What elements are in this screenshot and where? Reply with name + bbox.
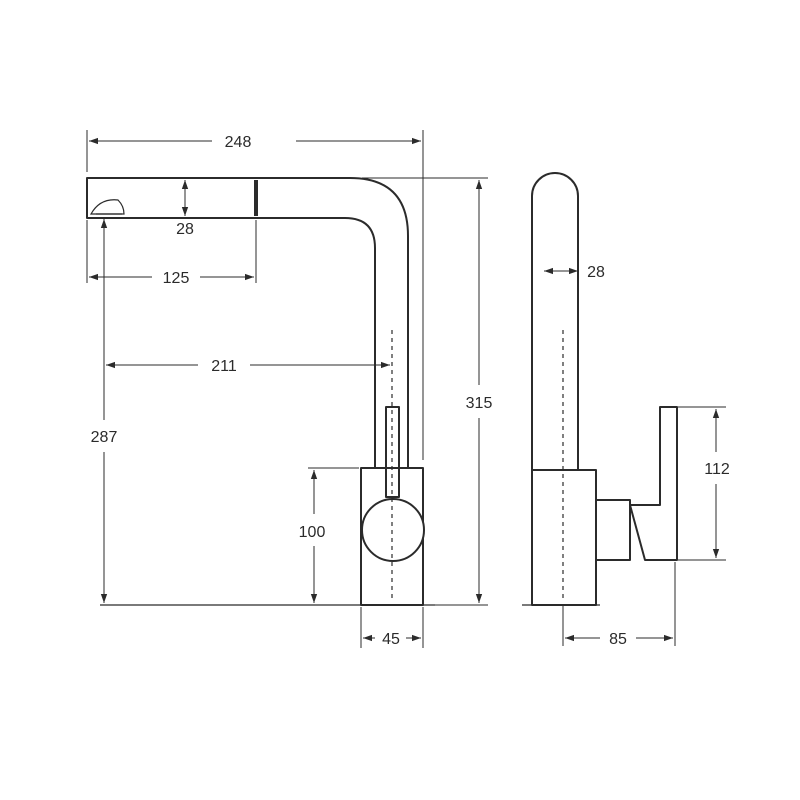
outlet-nozzle [89,199,125,215]
spout-seam [254,180,258,216]
dimension-label-28-width: 28 [587,264,605,281]
dimension-287: 287 [91,219,118,603]
dimension-label-315: 315 [466,395,493,412]
dimension-125: 125 [86,220,257,287]
dimension-45: 45 [360,607,424,648]
dimension-28-spout-width: 28 [544,264,605,281]
side-handle [629,406,678,561]
dimension-28-spout-height: 28 [176,180,194,238]
dimension-315: 315 [362,177,493,606]
side-body-extension [596,499,631,561]
dimension-label-85: 85 [609,631,627,648]
dimension-label-248: 248 [225,134,252,151]
dimension-label-125: 125 [163,270,190,287]
dimension-label-112: 112 [704,461,730,478]
dimension-label-28-height: 28 [176,221,194,238]
spout-outline [86,177,409,469]
dimension-label-287: 287 [91,429,118,446]
lever-stem [385,406,400,498]
side-view [522,172,678,606]
dimension-211: 211 [106,358,390,375]
side-body [531,469,597,606]
spout-column [531,172,579,471]
dimension-112: 112 [678,406,730,561]
dimension-label-100: 100 [299,524,326,541]
lever-disc [361,498,425,562]
dimension-85: 85 [562,562,676,648]
dimension-label-211: 211 [211,358,237,375]
dimension-100: 100 [299,467,359,603]
dimension-label-45: 45 [382,631,400,648]
dimension-248: 248 [86,130,424,460]
front-view [86,177,435,606]
